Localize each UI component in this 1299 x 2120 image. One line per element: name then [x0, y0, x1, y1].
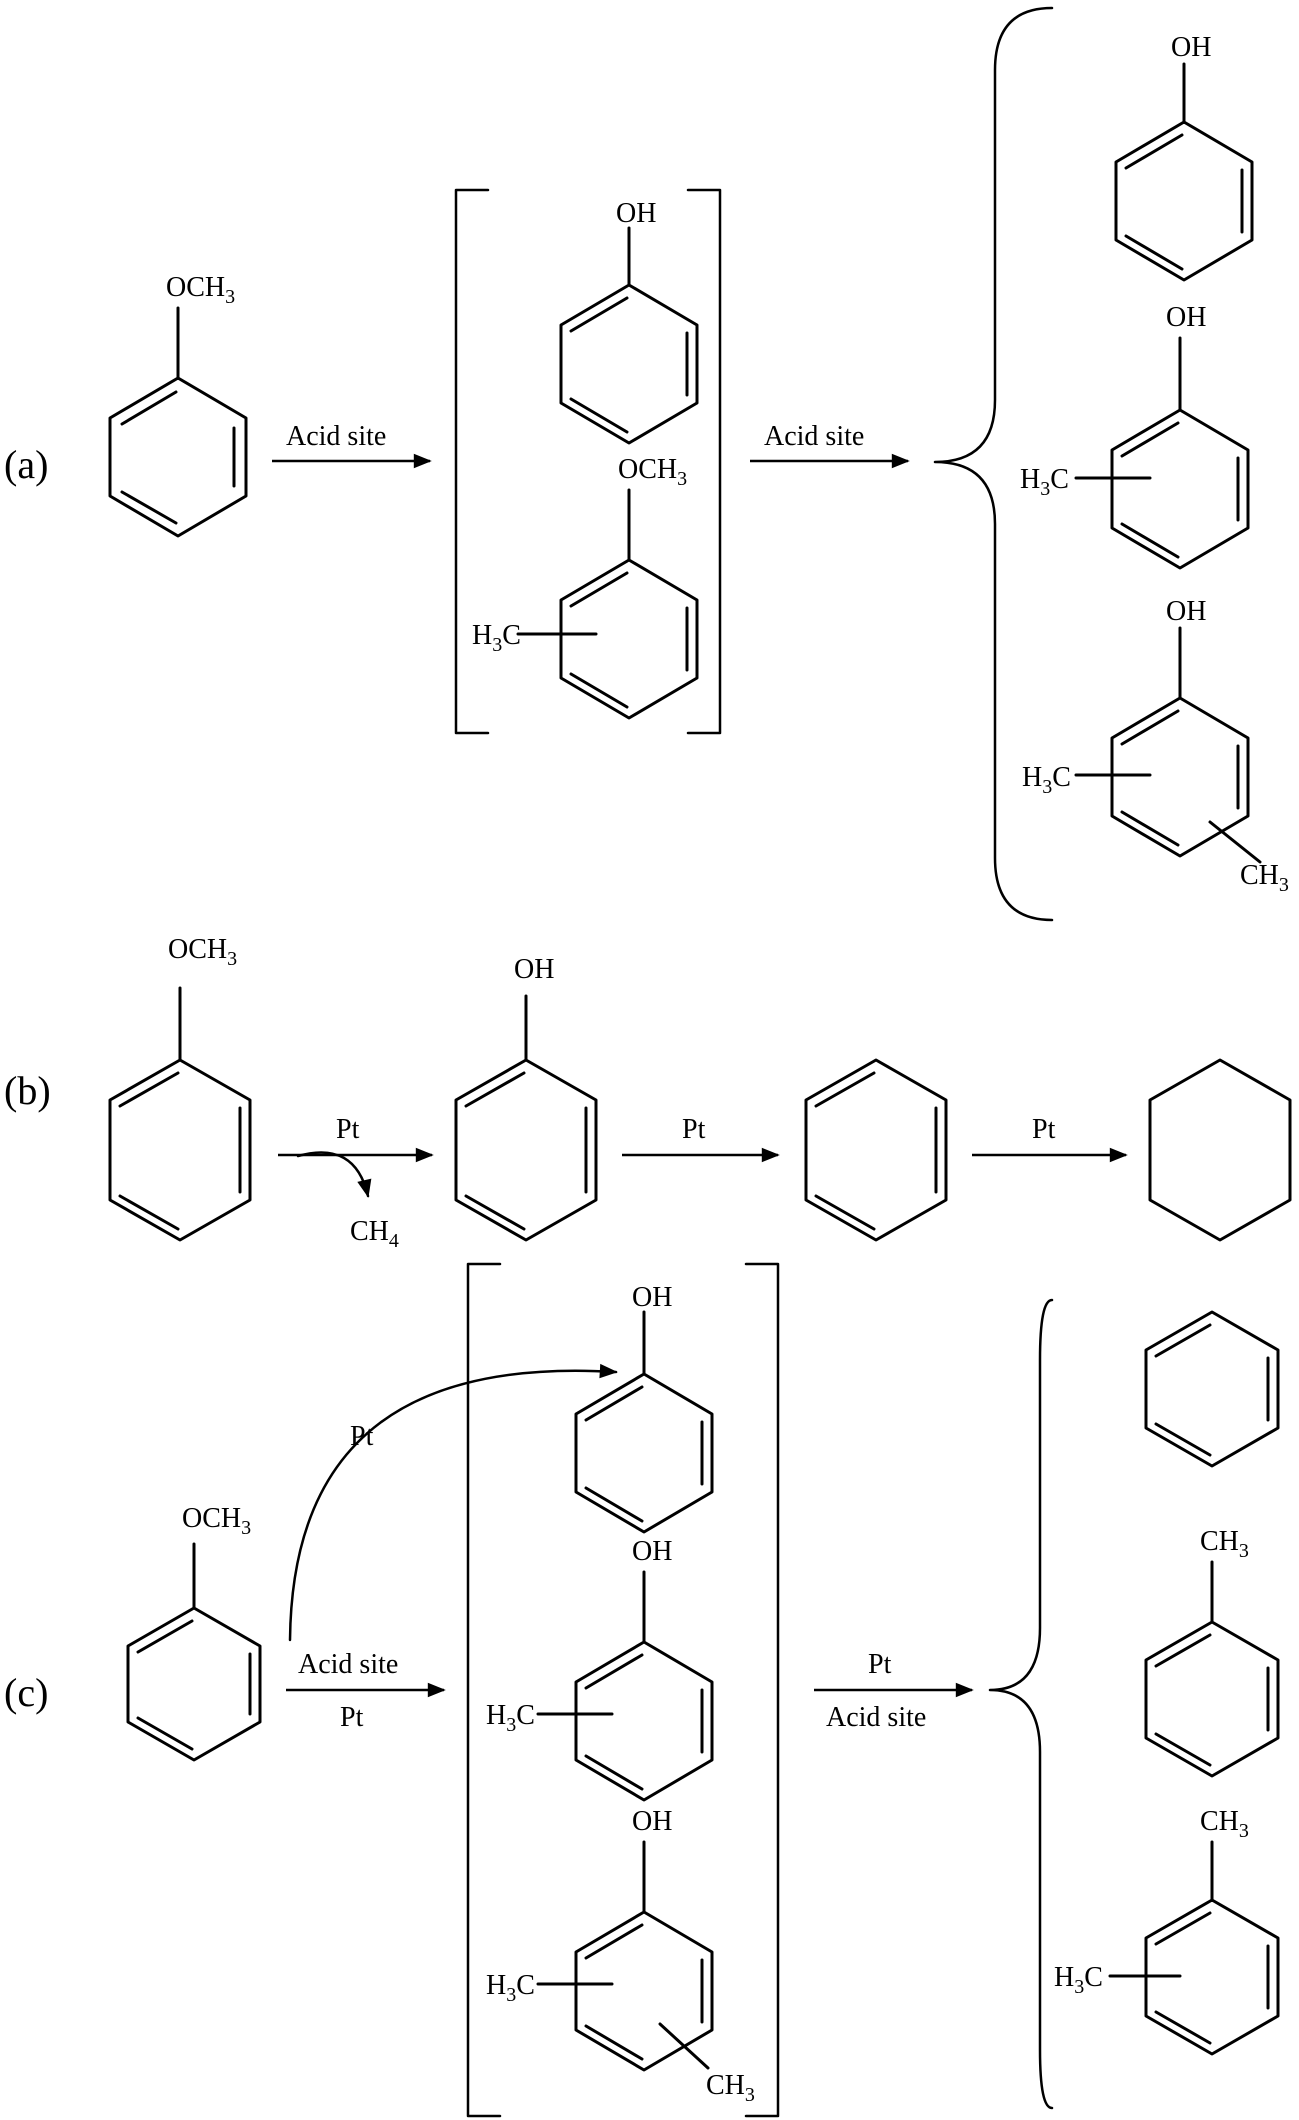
oh-label-c-int3: OH: [632, 1806, 672, 1837]
benzene-product-c: [1144, 1310, 1280, 1468]
och3-label-a-int2: OCH3: [618, 454, 687, 490]
ch3-label-c-int3: CH3: [706, 2070, 755, 2106]
arrow-c2-bottom-label: Acid site: [826, 1702, 926, 1733]
oh-label-c-int1: OH: [632, 1282, 672, 1313]
methylanisole-intermediate-a: OCH3 H3C: [472, 454, 699, 720]
panel-a-label: (a): [4, 442, 48, 487]
phenol-b: OH: [454, 954, 598, 1242]
h3c-label-a-p2: H3C: [1020, 464, 1069, 500]
arrow-c1-top-label: Acid site: [298, 1649, 398, 1680]
bracket-right-c: [744, 1262, 780, 2118]
arrow-a1-label: Acid site: [286, 421, 386, 452]
cresol-product-a: OH H3C: [1020, 302, 1250, 570]
bracket-right-a: [686, 188, 722, 735]
xylenol-intermediate-c: OH H3C CH3: [486, 1806, 755, 2106]
bracket-left-a: [454, 188, 490, 735]
phenol-product-a: OH: [1114, 32, 1254, 282]
ch4-label: CH4: [350, 1216, 399, 1252]
ch3-label-c-p3: CH3: [1200, 1806, 1249, 1842]
brace-c: [988, 1298, 1054, 2110]
oh-label-a-p1: OH: [1171, 32, 1211, 63]
oh-label-a-p2: OH: [1166, 302, 1206, 333]
bracket-left-c: [466, 1262, 502, 2118]
ch3-label-a-p3: CH3: [1240, 860, 1289, 896]
och3-label-c: OCH3: [182, 1503, 251, 1539]
ch4-release-arrow: [296, 1151, 372, 1198]
arrow-c1-bottom-label: Pt: [340, 1702, 364, 1733]
arrow-b2-label: Pt: [682, 1114, 706, 1145]
panel-c: (c) OCH3 Pt Acid site Pt OH: [4, 1262, 1280, 2118]
curved-arrow-label: Pt: [350, 1421, 374, 1452]
panel-a: (a) OCH3 Acid site OH OCH3 H3C: [4, 6, 1289, 922]
och3-label-b: OCH3: [168, 934, 237, 970]
benzene-b: [804, 1058, 948, 1242]
panel-b-label: (b): [4, 1068, 51, 1113]
anisole-reactant-a: OCH3: [108, 272, 248, 538]
xylene-product-c: CH3 H3C: [1054, 1806, 1280, 2056]
h3c-label-c-p3: H3C: [1054, 1962, 1103, 1998]
xylenol-product-a: OH H3C CH3: [1022, 596, 1289, 896]
h3c-label-c-int3: H3C: [486, 1970, 535, 2006]
panel-b: (b) OCH3 Pt CH4 OH Pt Pt: [4, 934, 1292, 1252]
phenol-intermediate-c: OH: [574, 1282, 714, 1534]
oh-label-c-int2: OH: [632, 1536, 672, 1567]
oh-label-a-int1: OH: [616, 198, 656, 229]
h3c-label-a-int2: H3C: [472, 620, 521, 656]
arrow-b3-label: Pt: [1032, 1114, 1056, 1145]
toluene-product-c: CH3: [1144, 1526, 1280, 1778]
cresol-intermediate-c: OH H3C: [486, 1536, 714, 1802]
h3c-label-a-p3: H3C: [1022, 762, 1071, 798]
arrow-a2-label: Acid site: [764, 421, 864, 452]
brace-a: [933, 6, 1054, 922]
och3-label-a-reactant: OCH3: [166, 272, 235, 308]
cyclohexane-b: [1148, 1058, 1292, 1242]
h3c-label-c-int2: H3C: [486, 1700, 535, 1736]
arrow-c2-top-label: Pt: [868, 1649, 892, 1680]
anisole-reactant-b: OCH3: [108, 934, 252, 1242]
panel-c-label: (c): [4, 1670, 48, 1715]
oh-label-a-p3: OH: [1166, 596, 1206, 627]
arrow-b1-label: Pt: [336, 1114, 360, 1145]
curved-arrow-c: [288, 1363, 618, 1642]
phenol-intermediate-a: OH: [559, 198, 699, 445]
ch3-label-c-p2: CH3: [1200, 1526, 1249, 1562]
anisole-reactant-c: OCH3: [126, 1503, 262, 1762]
oh-label-b: OH: [514, 954, 554, 985]
